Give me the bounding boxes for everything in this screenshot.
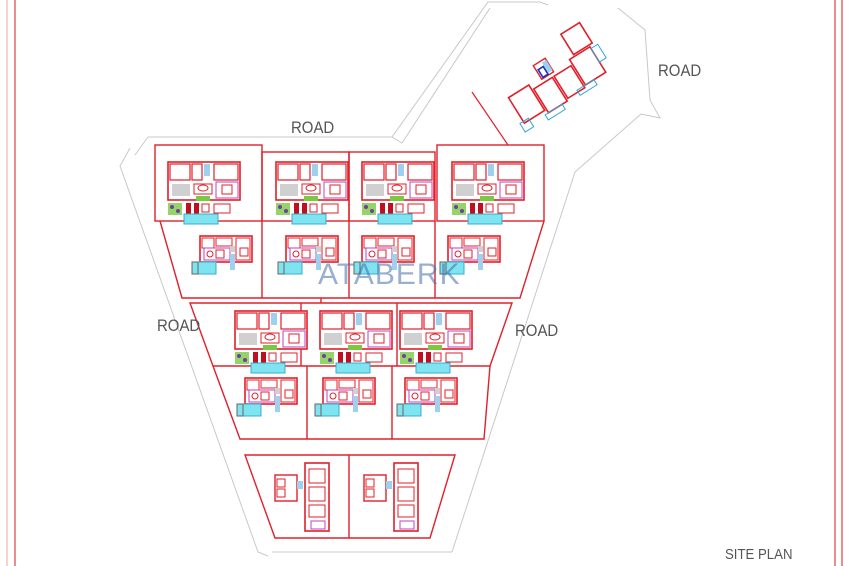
villa-row-1 (167, 161, 525, 225)
apartment-block (507, 21, 607, 133)
drawing-title: SITE PLAN (725, 546, 793, 563)
road-label-top-right: ROAD (658, 61, 702, 80)
sheet-border (6, 0, 843, 566)
road-label-right: ROAD (515, 321, 559, 340)
road-label-left: ROAD (157, 316, 201, 335)
villa-row-4 (236, 377, 458, 417)
villa-row-5 (274, 462, 419, 532)
watermark-logo: ATABERK (318, 258, 461, 291)
road-outline (119, 1, 661, 557)
road-label-top: ROAD (291, 118, 335, 137)
villa-row-3 (234, 310, 473, 374)
